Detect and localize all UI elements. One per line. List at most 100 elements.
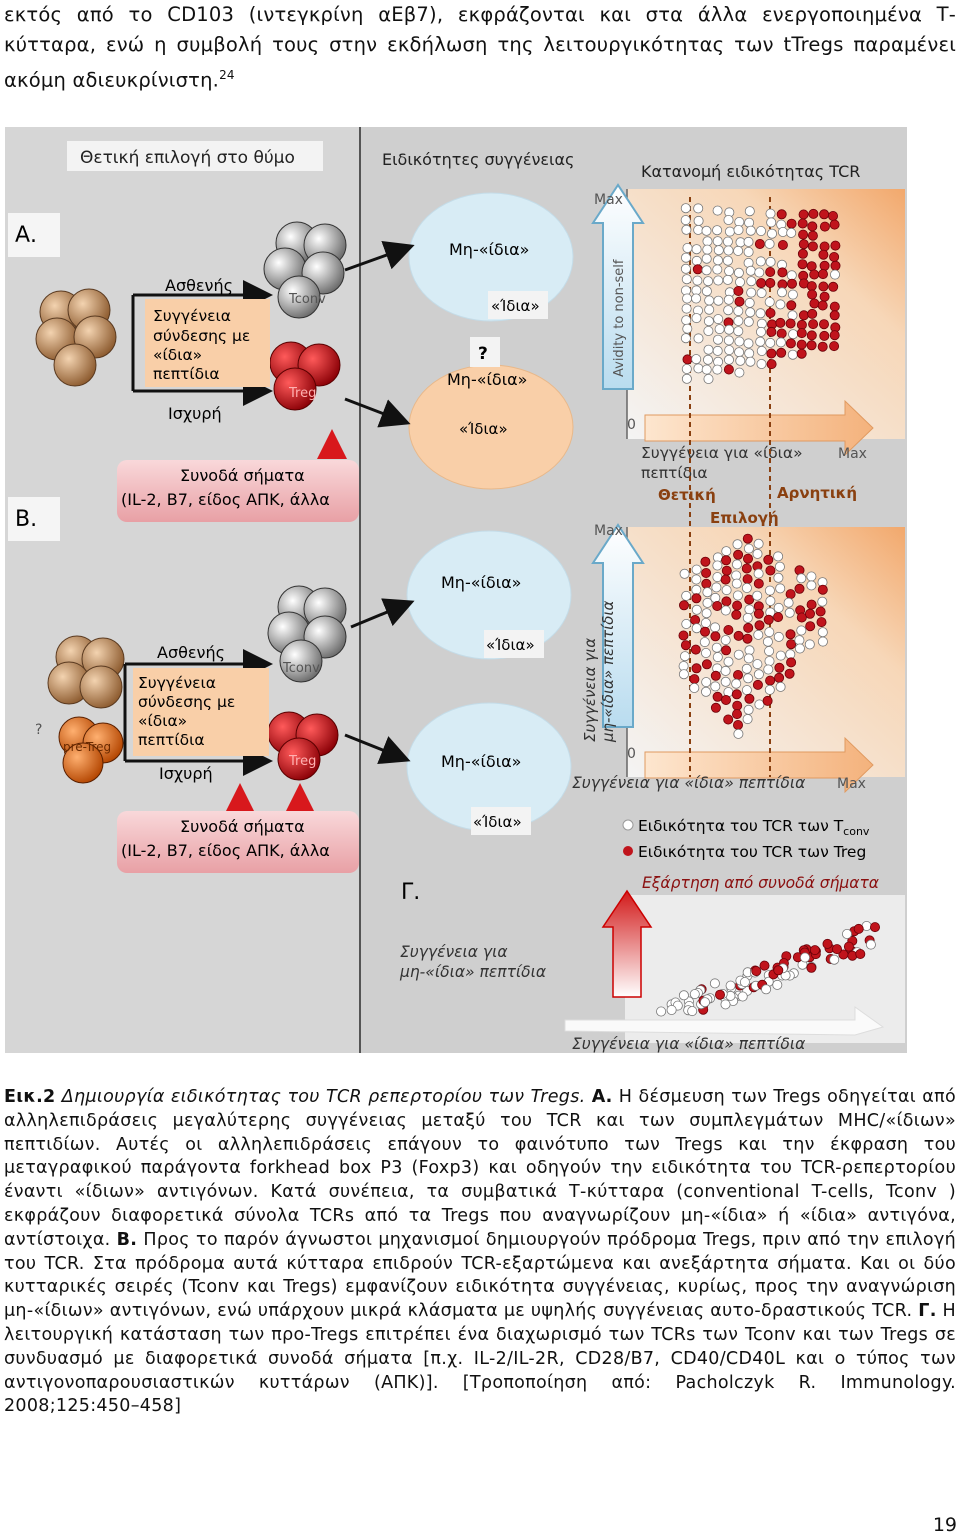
treg-tcr-dot: [853, 923, 864, 934]
plot-a-ymax: Max: [594, 192, 623, 208]
legend-tconv-sub: conv: [843, 825, 870, 838]
tconv-tcr-dot: [691, 293, 702, 304]
costim-detail-b: (IL-2, B7, είδος ΑΠΚ, άλλα: [121, 841, 330, 860]
tconv-tcr-dot: [734, 336, 745, 347]
tconv-tcr-dot: [755, 256, 766, 267]
treg-tcr-dot: [785, 629, 796, 640]
affinity-box-a: [145, 299, 270, 387]
affinity-line3-b: «ίδια»: [138, 712, 187, 730]
treg-tcr-dot: [733, 670, 744, 681]
tconv-tcr-dot: [702, 236, 713, 247]
tconv-tcr-dot: [710, 592, 721, 603]
treg-tcr-dot: [700, 626, 711, 637]
affinity-line1-a: Συγγένεια: [153, 307, 231, 325]
treg-tcr-dot: [759, 960, 770, 971]
treg-tcr-dot: [855, 949, 866, 960]
figure-caption: Εικ.2 Δημιουργία ειδικότητας του TCR ρεπ…: [4, 1086, 956, 1419]
plot-a-dots: [680, 203, 841, 384]
tconv-tcr-dot: [732, 539, 743, 550]
treg-tcr-dot: [786, 657, 797, 668]
nonself-label-1: Μη-«ίδια»: [449, 240, 529, 259]
tconv-tcr-dot: [786, 270, 797, 281]
treg-tcr-dot: [720, 574, 731, 585]
treg-tcr-dot: [741, 563, 752, 574]
treg-tcr-dot: [817, 341, 828, 352]
tconv-tcr-dot: [681, 303, 692, 314]
treg-tcr-dot: [710, 631, 721, 642]
treg-tcr-dot: [843, 941, 854, 952]
tconv-tcr-dot: [773, 602, 784, 613]
treg-tcr-dot: [815, 606, 826, 617]
treg-tcr-dot: [762, 695, 773, 706]
self-label-2: «Ίδια»: [459, 420, 508, 438]
treg-tcr-dot: [817, 300, 828, 311]
tconv-tcr-dot: [753, 629, 764, 640]
tconv-tcr-dot: [817, 596, 828, 607]
treg-tcr-dot: [775, 317, 786, 328]
treg-tcr-dot: [819, 209, 830, 220]
tconv-tcr-dot: [745, 307, 756, 318]
tconv-tcr-dot: [744, 217, 755, 228]
intro-reference: 24: [219, 68, 235, 82]
affinity-box-b: [133, 668, 269, 756]
tconv-tcr-dot: [721, 546, 732, 557]
treg-cells-a: [269, 341, 341, 411]
tconv-tcr-dot: [693, 363, 704, 374]
tconv-tcr-dot: [703, 325, 714, 336]
treg-tcr-dot: [798, 310, 809, 321]
treg-tcr-dot: [809, 269, 820, 280]
treg-tcr-dot: [734, 296, 745, 307]
treg-tcr-dot: [744, 594, 755, 605]
treg-tcr-dot: [776, 347, 787, 358]
tconv-tcr-dot: [741, 663, 752, 674]
tconv-tcr-dot: [681, 224, 692, 235]
tconv-tcr-dot: [784, 607, 795, 618]
tconv-tcr-dot: [734, 347, 745, 358]
treg-tcr-dot: [786, 300, 797, 311]
tconv-tcr-dot: [720, 605, 731, 616]
tconv-tcr-dot: [713, 255, 724, 266]
treg-tcr-dot: [691, 593, 702, 604]
tconv-tcr-dot: [691, 313, 702, 324]
treg-tcr-dot: [753, 578, 764, 589]
tconv-tcr-dot: [732, 590, 743, 601]
treg-tcr-dot: [807, 230, 818, 241]
tconv-tcr-dot: [765, 208, 776, 219]
treg-tcr-dot: [785, 318, 796, 329]
tconv-tcr-dot: [701, 608, 712, 619]
self-box-1: [488, 291, 548, 319]
tconv-label-a: Tconv: [288, 292, 326, 307]
tconv-tcr-dot: [772, 979, 783, 990]
treg-tcr-dot: [807, 289, 818, 300]
plot-a-xmax: Max: [838, 446, 867, 462]
tconv-tcr-dot: [806, 580, 817, 591]
treg-tcr-dot: [796, 612, 807, 623]
panel-b-label: Β.: [15, 507, 37, 532]
tconv-tcr-dot: [756, 345, 767, 356]
treg-tcr-dot: [721, 695, 732, 706]
treg-tcr-dot: [682, 354, 693, 365]
treg-tcr-dot: [752, 679, 763, 690]
tconv-tcr-dot: [754, 699, 765, 710]
treg-tcr-dot: [818, 249, 829, 260]
tconv-tcr-dot: [744, 297, 755, 308]
tconv-tcr-dot: [691, 604, 702, 615]
tconv-tcr-dot: [764, 656, 775, 667]
plot-c-yaxis-label2: μη-«ίδια» πεπτίδια: [399, 963, 546, 981]
tconv-tcr-dot: [775, 583, 786, 594]
treg-tcr-dot: [870, 922, 881, 933]
treg-tcr-dot: [787, 278, 798, 289]
tconv-tcr-dot: [700, 997, 711, 1008]
caption-fig-title: Δημιουργία ειδικότητας του TCR ρεπερτορί…: [61, 1087, 586, 1107]
tconv-tcr-dot: [681, 618, 692, 629]
plot-a-up-arrow: [591, 183, 645, 390]
treg-tcr-dot: [751, 966, 762, 977]
tconv-tcr-dot: [753, 568, 764, 579]
treg-tcr-dot: [829, 301, 840, 312]
tconv-tcr-dot: [702, 244, 713, 255]
treg-tcr-dot: [753, 608, 764, 619]
plot-a-right-arrow: [644, 399, 874, 457]
treg-tcr-dot: [809, 298, 820, 309]
treg-tcr-dot: [807, 221, 818, 232]
tconv-tcr-dot: [703, 276, 714, 287]
